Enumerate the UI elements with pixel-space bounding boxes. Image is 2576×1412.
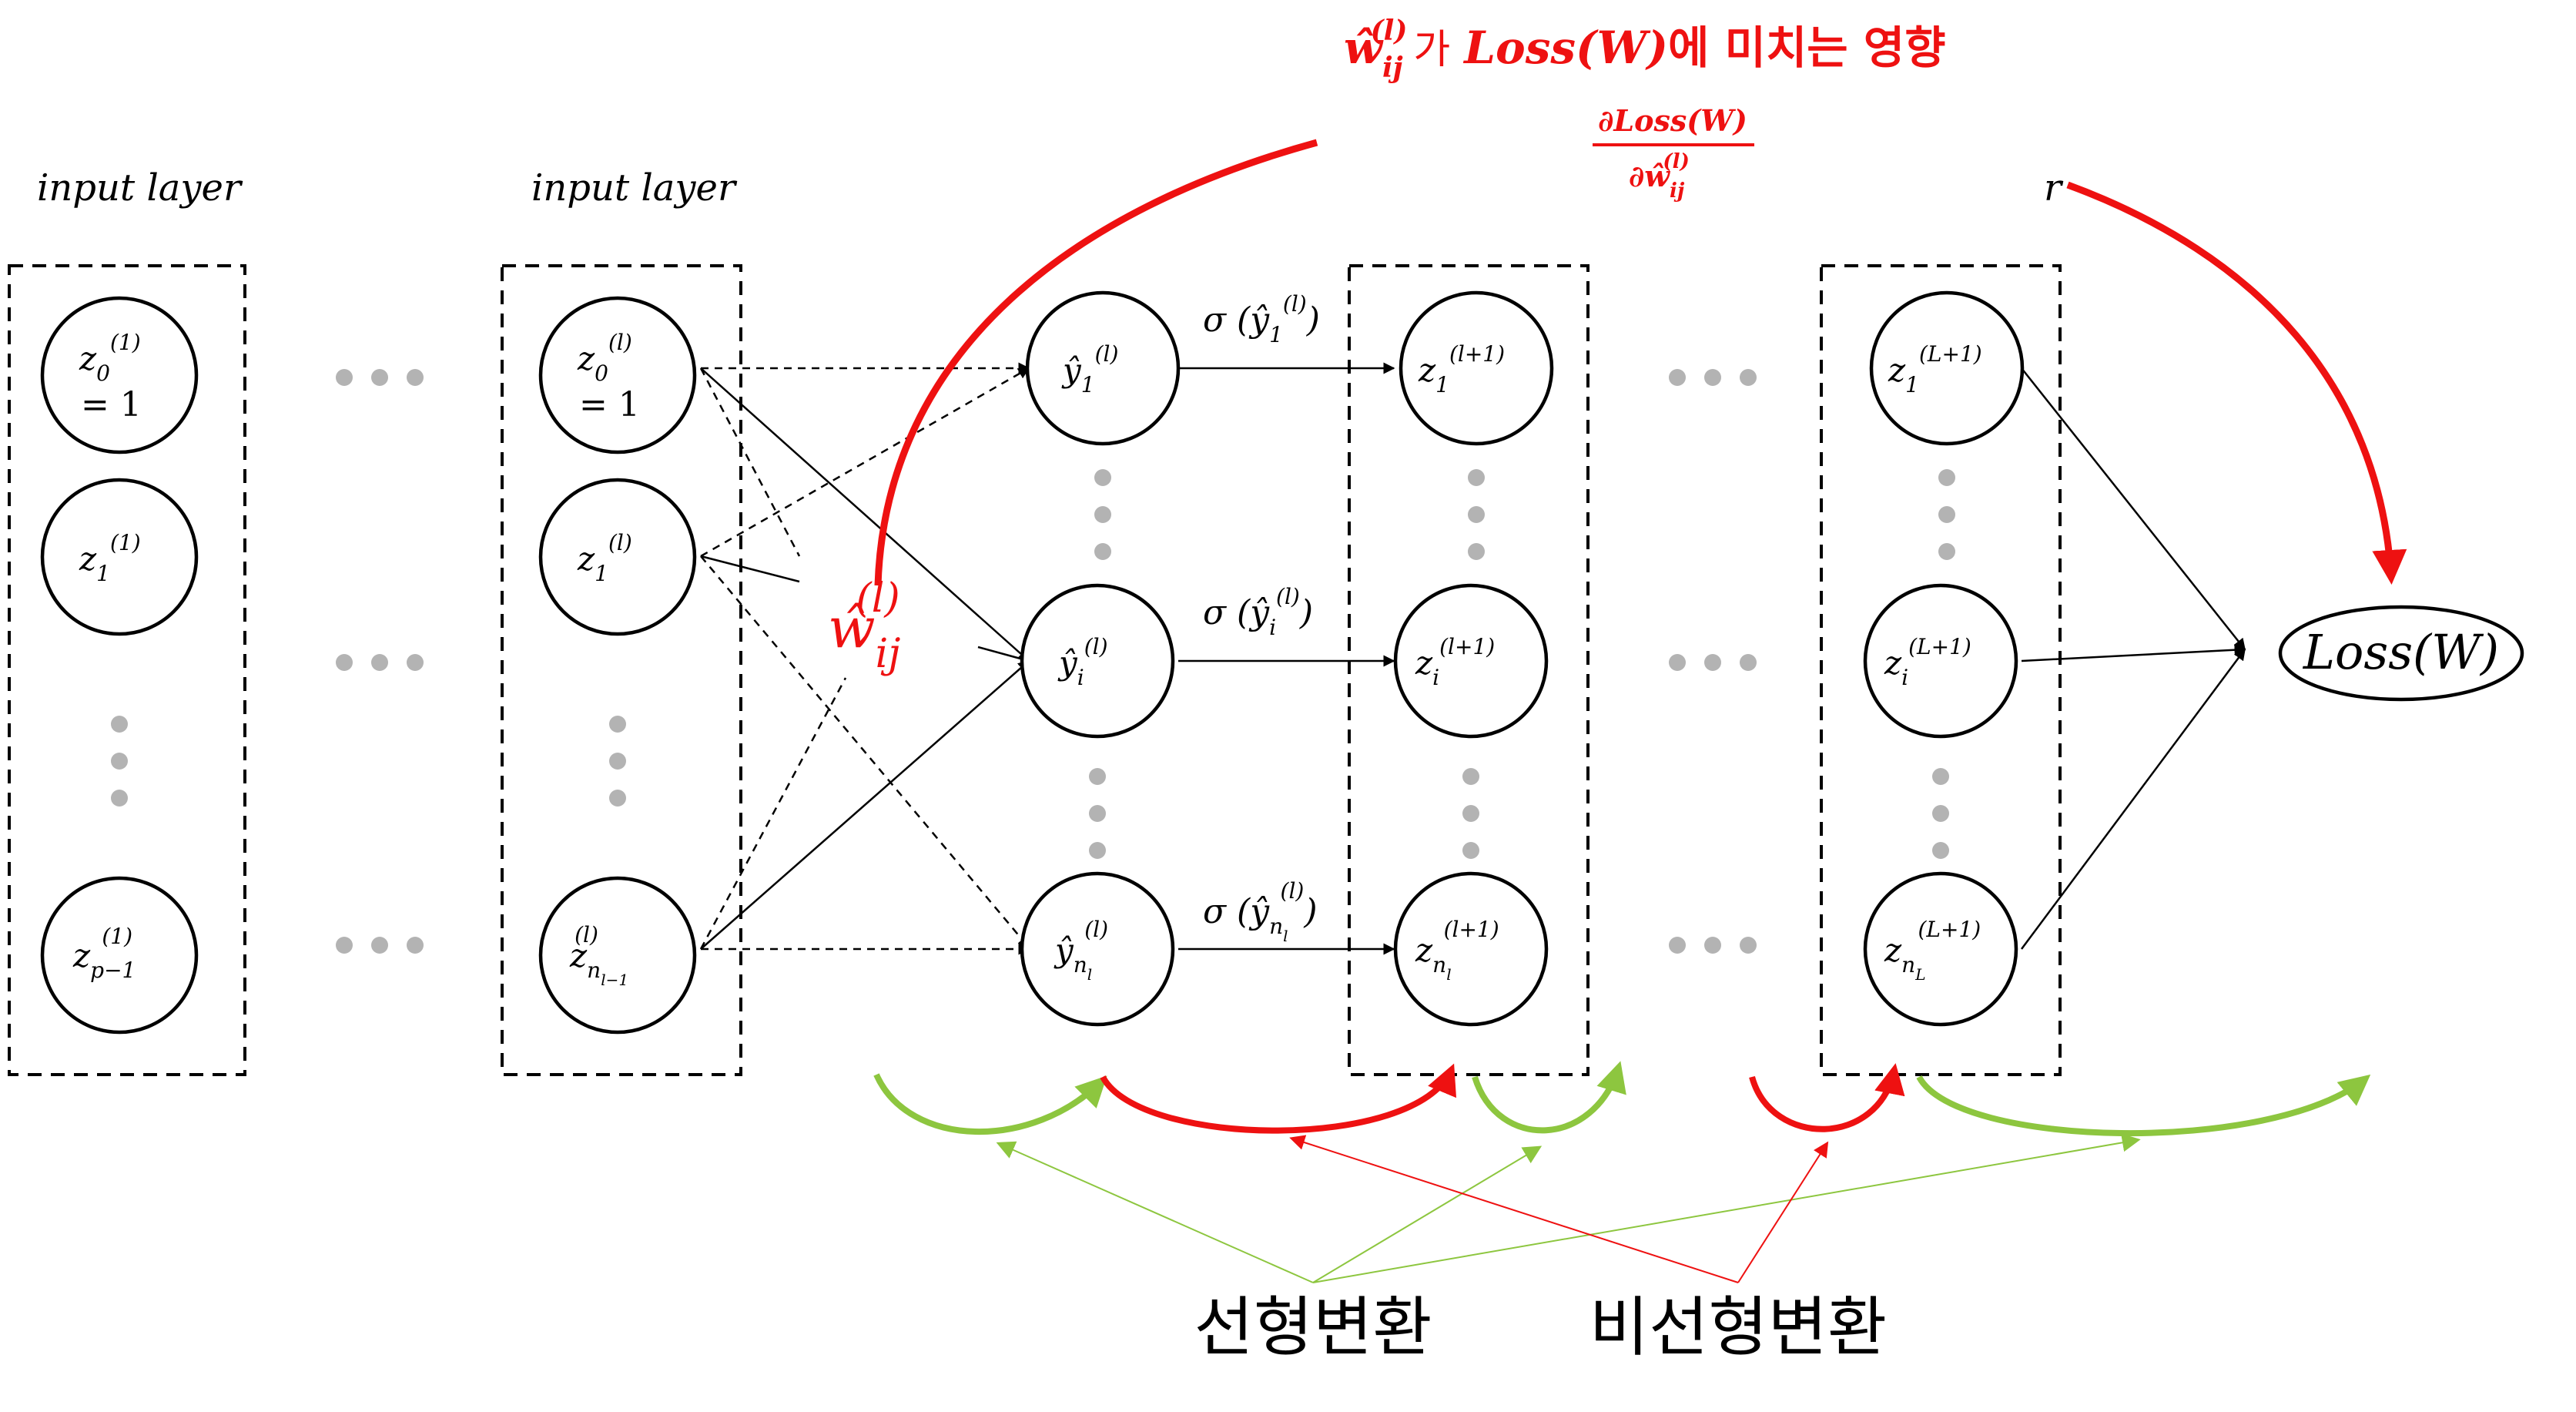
loss-node: Loss(W) xyxy=(2278,605,2524,702)
svg-text:zi(l+1): zi(l+1) xyxy=(1415,634,1495,690)
connections-l-to-y xyxy=(699,362,1030,955)
influence-arc-left xyxy=(874,139,1318,586)
node-yi: ŷi(l) xyxy=(1020,583,1175,739)
node-zn-layer-l: znl−1(l) xyxy=(538,876,697,1035)
horizontal-ellipsis-dots xyxy=(336,369,1757,954)
svg-text:= 1: = 1 xyxy=(81,385,142,424)
sigma-label-1: σ (ŷ1(l)) xyxy=(1203,291,1320,347)
connections-to-loss xyxy=(2020,367,2246,950)
svg-text:z1(1): z1(1) xyxy=(79,530,141,586)
nonlinear-transform-label: 비선형변환 xyxy=(1589,1290,1887,1365)
sigma-label-n: σ (ŷnl(l)) xyxy=(1203,878,1318,945)
svg-text:∂Loss(W): ∂Loss(W) xyxy=(1598,103,1747,138)
svg-text:zp−1(1): zp−1(1) xyxy=(72,924,136,983)
derivative-fraction: ∂Loss(W) ∂ŵij(l) xyxy=(1593,103,1754,203)
svg-text:znl(l+1): znl(l+1) xyxy=(1415,917,1499,984)
svg-text:z0(1): z0(1) xyxy=(79,330,141,386)
svg-text:z1(l+1): z1(l+1) xyxy=(1418,341,1505,397)
svg-text:z1(L+1): z1(L+1) xyxy=(1888,341,1982,397)
connections-y-to-l1 xyxy=(1178,362,1395,955)
layer-label-second: input layer xyxy=(531,166,738,210)
layer-1-box xyxy=(8,264,246,1076)
node-zn-layer-L1: znL(L+1) xyxy=(1863,871,2018,1027)
svg-text:zi(L+1): zi(L+1) xyxy=(1884,634,1971,690)
layer-l-box xyxy=(501,264,742,1076)
svg-text:∂ŵij(l): ∂ŵij(l) xyxy=(1629,150,1690,203)
linear-pointer-lines xyxy=(996,1133,2141,1283)
green-transform-arcs xyxy=(873,1061,2371,1136)
svg-text:= 1: = 1 xyxy=(579,385,640,424)
node-zp-1-layer1: zp−1(1) xyxy=(40,876,199,1035)
node-z0-layer1: z0(1) = 1 xyxy=(40,296,199,454)
node-yn: ŷnl(l) xyxy=(1020,871,1175,1027)
node-zi-layer-L1: zi(L+1) xyxy=(1863,583,2018,739)
node-z0-layer-l: z0(l) = 1 xyxy=(538,296,697,454)
layer-l1-box xyxy=(1348,264,1589,1076)
sigma-label-i: σ (ŷi(l)) xyxy=(1203,584,1313,640)
node-zi-layer-l1: zi(l+1) xyxy=(1393,583,1549,739)
node-z1-layer-l: z1(l) xyxy=(538,478,697,636)
svg-text:z1(l): z1(l) xyxy=(577,530,632,586)
svg-text:z0(l): z0(l) xyxy=(577,330,632,386)
svg-text:ŷ1(l): ŷ1(l) xyxy=(1061,341,1118,397)
vertical-ellipsis-dots xyxy=(111,469,1955,859)
node-z1-layer-L1: z1(L+1) xyxy=(1869,290,2025,446)
node-z1-layer-l1: z1(l+1) xyxy=(1399,290,1554,446)
svg-text:ŷnl(l): ŷnl(l) xyxy=(1054,917,1108,984)
influence-arc-right xyxy=(2066,181,2407,585)
svg-text:znL(L+1): znL(L+1) xyxy=(1884,917,1981,984)
svg-text:znl−1(l): znl−1(l) xyxy=(569,922,628,989)
node-y1: ŷ1(l) xyxy=(1025,290,1181,446)
node-z1-layer1: z1(1) xyxy=(40,478,199,636)
layer-label-first: input layer xyxy=(37,166,243,210)
layer-L1-box xyxy=(1820,264,2062,1076)
svg-text:ŷi(l): ŷi(l) xyxy=(1057,634,1108,690)
node-zn-layer-l1: znl(l+1) xyxy=(1393,871,1549,1027)
weight-label: ŵij(l) xyxy=(828,575,900,677)
nonlinear-pointer-lines xyxy=(1289,1135,1829,1283)
layer-label-hidden-tail: r xyxy=(2044,166,2064,210)
red-transform-arcs xyxy=(1100,1063,1905,1134)
linear-transform-label: 선형변환 xyxy=(1194,1290,1432,1365)
svg-text:Loss(W): Loss(W) xyxy=(2303,624,2499,680)
